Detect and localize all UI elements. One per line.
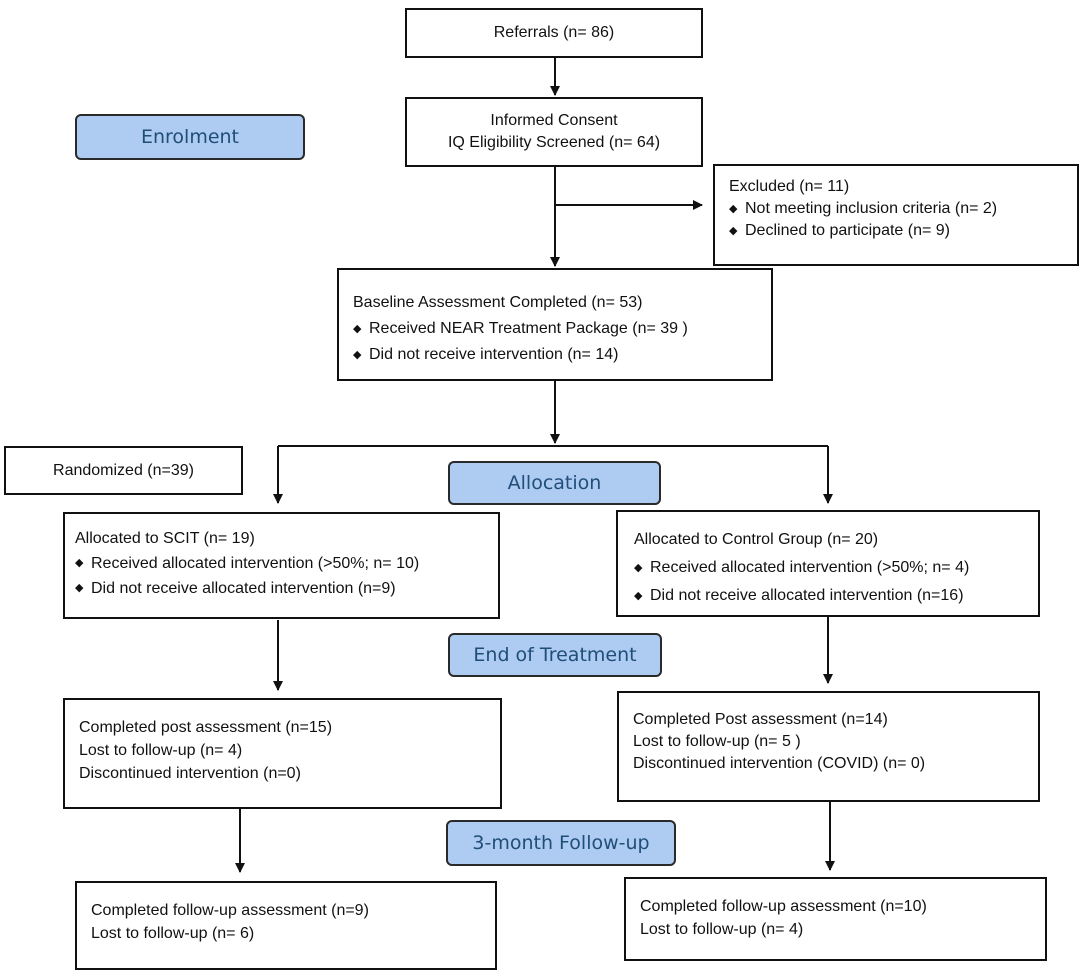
bullet-icon: ◆: [634, 590, 643, 602]
scit-post-line: Lost to follow-up (n= 4): [79, 742, 243, 759]
consent-line-2: IQ Eligibility Screened (n= 64): [447, 134, 661, 151]
control-item-text: Received allocated intervention (>50%; n…: [650, 559, 970, 576]
scit-post-line: Completed post assessment (n=15): [79, 719, 333, 736]
scit-post-box: Completed post assessment (n=15) Lost to…: [63, 698, 502, 809]
control-post-box: Completed Post assessment (n=14) Lost to…: [617, 691, 1040, 802]
control-follow-line: Completed follow-up assessment (n=10): [640, 898, 927, 915]
stage-follow-up: 3-month Follow-up: [446, 820, 676, 866]
bullet-icon: ◆: [634, 562, 643, 574]
stage-enrolment-label: Enrolment: [140, 126, 240, 148]
control-follow-box: Completed follow-up assessment (n=10) Lo…: [624, 877, 1047, 961]
bullet-icon: ◆: [729, 203, 738, 215]
stage-enrolment: Enrolment: [75, 114, 305, 160]
consent-box: Informed Consent IQ Eligibility Screened…: [405, 97, 703, 167]
excluded-box: Excluded (n= 11) ◆ Not meeting inclusion…: [713, 164, 1079, 266]
excluded-title: Excluded (n= 11): [729, 178, 850, 195]
scit-title: Allocated to SCIT (n= 19): [75, 530, 255, 547]
excluded-item-text: Declined to participate (n= 9): [745, 222, 950, 239]
control-item: ◆ Received allocated intervention (>50%;…: [634, 554, 1038, 582]
control-title: Allocated to Control Group (n= 20): [634, 531, 879, 548]
excluded-item: ◆ Declined to participate (n= 9): [729, 220, 1077, 242]
control-post-line: Lost to follow-up (n= 5 ): [633, 733, 801, 750]
bullet-icon: ◆: [75, 582, 84, 594]
scit-follow-box: Completed follow-up assessment (n=9) Los…: [75, 881, 497, 970]
randomized-box: Randomized (n=39): [4, 446, 243, 495]
control-follow-line: Lost to follow-up (n= 4): [640, 921, 804, 938]
scit-box: Allocated to SCIT (n= 19) ◆ Received all…: [63, 512, 500, 619]
bullet-icon: ◆: [729, 225, 738, 237]
stage-follow-up-label: 3-month Follow-up: [472, 832, 650, 854]
control-post-line: Discontinued intervention (COVID) (n= 0): [633, 755, 926, 772]
stage-end-of-treatment: End of Treatment: [448, 633, 662, 677]
scit-item-text: Did not receive allocated intervention (…: [91, 580, 396, 597]
baseline-item: ◆ Received NEAR Treatment Package (n= 39…: [353, 316, 771, 342]
baseline-item: ◆ Did not receive intervention (n= 14): [353, 342, 771, 368]
bullet-icon: ◆: [353, 349, 362, 361]
scit-item: ◆ Received allocated intervention (>50%;…: [75, 551, 498, 576]
excluded-item-text: Not meeting inclusion criteria (n= 2): [745, 200, 998, 217]
scit-item-text: Received allocated intervention (>50%; n…: [91, 555, 420, 572]
control-item: ◆ Did not receive allocated intervention…: [634, 582, 1038, 610]
referrals-text: Referrals (n= 86): [493, 24, 615, 41]
control-box: Allocated to Control Group (n= 20) ◆ Rec…: [616, 510, 1040, 617]
control-post-line: Completed Post assessment (n=14): [633, 711, 888, 728]
scit-post-line: Discontinued intervention (n=0): [79, 765, 301, 782]
scit-item: ◆ Did not receive allocated intervention…: [75, 576, 498, 601]
scit-follow-line: Completed follow-up assessment (n=9): [91, 902, 369, 919]
baseline-item-text: Did not receive intervention (n= 14): [369, 346, 619, 363]
stage-allocation: Allocation: [448, 461, 661, 505]
stage-end-of-treatment-label: End of Treatment: [473, 644, 637, 666]
excluded-item: ◆ Not meeting inclusion criteria (n= 2): [729, 198, 1077, 220]
bullet-icon: ◆: [75, 557, 84, 569]
scit-follow-line: Lost to follow-up (n= 6): [91, 925, 255, 942]
baseline-item-text: Received NEAR Treatment Package (n= 39 ): [369, 320, 688, 337]
consent-line-1: Informed Consent: [490, 112, 618, 129]
control-item-text: Did not receive allocated intervention (…: [650, 587, 964, 604]
referrals-box: Referrals (n= 86): [405, 8, 703, 58]
randomized-text: Randomized (n=39): [53, 461, 194, 479]
baseline-title: Baseline Assessment Completed (n= 53): [353, 294, 643, 311]
baseline-box: Baseline Assessment Completed (n= 53) ◆ …: [337, 268, 773, 381]
stage-allocation-label: Allocation: [507, 472, 602, 494]
bullet-icon: ◆: [353, 323, 362, 335]
